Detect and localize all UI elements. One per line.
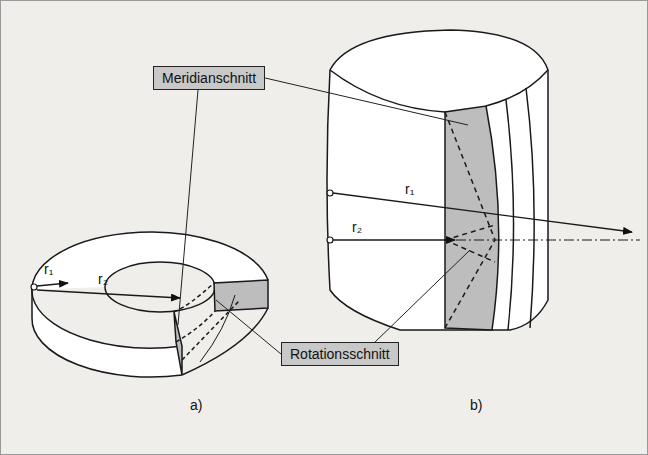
- radius-label: r₁: [44, 262, 53, 276]
- radius-label: r₂: [352, 220, 362, 234]
- callout-box: Meridianschnitt: [153, 66, 265, 90]
- leader-line: [375, 250, 470, 342]
- lens-segment-b: [327, 30, 640, 330]
- leader-line: [265, 78, 468, 125]
- radius-label: r₂: [98, 272, 108, 286]
- ring-lens-a: [31, 232, 268, 377]
- leader-line: [178, 90, 198, 325]
- callout-text: Rotationsschnitt: [290, 346, 390, 362]
- radius-label: r₁: [405, 182, 414, 196]
- callout-box: Rotationsschnitt: [281, 342, 399, 366]
- leader-line: [216, 300, 281, 354]
- figure-letter: b): [470, 398, 482, 412]
- figure-letter: a): [190, 398, 202, 412]
- callout-text: Meridianschnitt: [162, 70, 256, 86]
